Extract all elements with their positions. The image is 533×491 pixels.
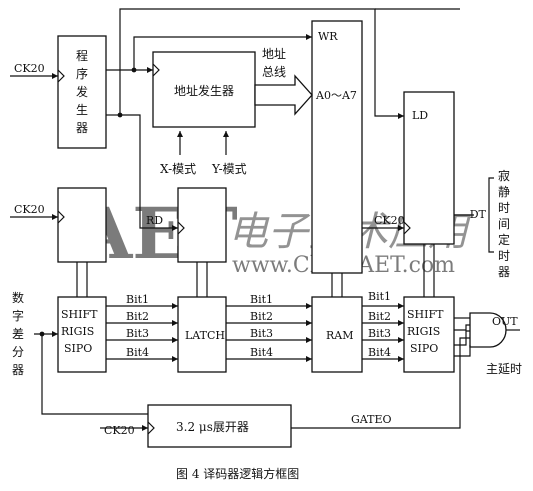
svg-text:分: 分 xyxy=(12,345,24,359)
expander-label: 3.2 μs展开器 xyxy=(176,420,249,434)
bit-labels-group-3: Bit1 Bit2 Bit3 Bit4 xyxy=(368,290,391,359)
input-shift-register xyxy=(57,296,107,373)
program-generator-box xyxy=(57,35,107,149)
svg-text:SIPO: SIPO xyxy=(410,342,438,355)
figure-caption: 图 4 译码器逻辑方框图 xyxy=(176,466,299,481)
a0-a7-label: A0～A7 xyxy=(315,89,357,102)
svg-text:数: 数 xyxy=(12,290,24,305)
svg-text:Bit2: Bit2 xyxy=(250,310,273,323)
svg-text:寂: 寂 xyxy=(498,168,510,183)
svg-text:器: 器 xyxy=(12,363,24,377)
gateo-label: GATEO xyxy=(351,413,392,426)
svg-text:Bit1: Bit1 xyxy=(250,293,273,306)
address-generator-label: 地址发生器 xyxy=(174,83,234,98)
ld-label: LD xyxy=(412,109,428,122)
svg-text:时: 时 xyxy=(498,201,510,215)
svg-text:字: 字 xyxy=(12,308,24,323)
svg-text:器: 器 xyxy=(76,121,88,135)
input-flipflop-box xyxy=(57,187,107,263)
svg-text:RIGIS: RIGIS xyxy=(61,325,94,338)
svg-text:Bit4: Bit4 xyxy=(250,346,273,359)
bit-labels-group-2: Bit1 Bit2 Bit3 Bit4 xyxy=(250,293,273,359)
arrowheads xyxy=(52,34,404,431)
output-shift-register xyxy=(403,296,455,373)
svg-text:生: 生 xyxy=(76,103,88,117)
ram-box xyxy=(311,296,363,373)
svg-text:Bit1: Bit1 xyxy=(126,293,149,306)
svg-text:Bit3: Bit3 xyxy=(368,327,391,340)
svg-text:器: 器 xyxy=(498,265,510,279)
address-generator-box xyxy=(152,51,256,128)
dt-label: -DT xyxy=(466,208,487,221)
ram-clock-label: CK20 xyxy=(374,214,405,227)
svg-text:静: 静 xyxy=(498,185,510,199)
main-delay-label: 主延时 xyxy=(486,362,522,376)
svg-text:SHIFT: SHIFT xyxy=(61,308,98,321)
wr-label: WR xyxy=(318,30,338,43)
y-mode-label: Y-模式 xyxy=(211,162,247,176)
and-gate xyxy=(469,312,507,348)
svg-text:差: 差 xyxy=(12,327,24,341)
junction-dots xyxy=(39,67,137,337)
x-mode-label: X-模式 xyxy=(160,162,196,176)
svg-text:Bit2: Bit2 xyxy=(126,310,149,323)
svg-text:间: 间 xyxy=(498,217,510,231)
ck20-mid-label: CK20 xyxy=(14,203,45,216)
svg-text:程: 程 xyxy=(76,48,88,63)
digital-diff-label: 数 字 差 分 器 xyxy=(12,290,24,377)
clock-markers xyxy=(57,63,411,435)
svg-text:Bit4: Bit4 xyxy=(126,346,149,359)
bit-labels-group-1: Bit1 Bit2 Bit3 Bit4 xyxy=(126,293,149,359)
svg-text:序: 序 xyxy=(76,66,88,81)
ck20-bottom-label: CK20 xyxy=(104,424,135,437)
svg-text:Bit1: Bit1 xyxy=(368,290,391,303)
svg-text:定: 定 xyxy=(498,232,510,247)
svg-text:Bit4: Bit4 xyxy=(368,346,391,359)
svg-text:Bit2: Bit2 xyxy=(368,310,391,323)
program-gen-label: 程 序 发 生 器 xyxy=(76,48,88,135)
ram-address-block xyxy=(311,20,363,274)
expander-box xyxy=(147,404,292,448)
latch-label: LATCH xyxy=(185,329,225,342)
ck20-top-label: CK20 xyxy=(14,62,45,75)
svg-text:Bit3: Bit3 xyxy=(126,327,149,340)
rd-label: RD xyxy=(146,214,163,227)
svg-text:发: 发 xyxy=(76,84,88,99)
address-bus-label-2: 总线 xyxy=(262,65,286,79)
address-bus-arrow xyxy=(254,74,313,116)
silence-timer-label: 寂 静 时 间 定 时 器 xyxy=(498,168,510,279)
address-bus-label-1: 地址 xyxy=(262,47,286,61)
svg-text:Bit3: Bit3 xyxy=(250,327,273,340)
ld-block xyxy=(403,91,455,245)
latch-flipflop-box xyxy=(177,187,227,263)
output-shift-register-label: SHIFT RIGIS SIPO xyxy=(407,308,444,355)
ram-label: RAM xyxy=(326,329,354,342)
svg-text:时: 时 xyxy=(498,249,510,263)
out-label: OUT xyxy=(492,315,518,328)
svg-text:SHIFT: SHIFT xyxy=(407,308,444,321)
latch-box xyxy=(177,296,227,373)
svg-text:SIPO: SIPO xyxy=(64,342,92,355)
svg-text:RIGIS: RIGIS xyxy=(407,325,440,338)
input-shift-register-label: SHIFT RIGIS SIPO xyxy=(61,308,98,355)
